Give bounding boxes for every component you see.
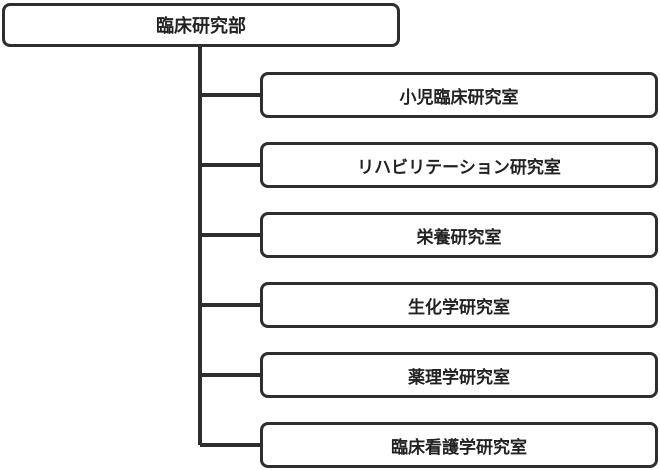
trunk-line (198, 46, 202, 445)
org-node-child-label: 薬理学研究室 (408, 367, 510, 387)
org-node-child: 生化学研究室 (260, 282, 658, 328)
org-node-child: 小児臨床研究室 (260, 72, 658, 118)
org-node-child-label: リハビリテーション研究室 (357, 157, 561, 177)
org-node-child-label: 生化学研究室 (408, 297, 510, 317)
org-node-child-label: 栄養研究室 (416, 227, 502, 247)
org-node-child: 薬理学研究室 (260, 352, 658, 398)
connector-line (200, 93, 260, 97)
connector-line (200, 373, 260, 377)
org-node-child: 臨床看護学研究室 (260, 422, 658, 468)
connector-line (200, 233, 260, 237)
connector-line (200, 443, 260, 447)
org-node-child: 栄養研究室 (260, 212, 658, 258)
org-node-root: 臨床研究部 (2, 3, 400, 47)
org-node-child-label: 臨床看護学研究室 (391, 437, 527, 457)
org-node-root-label: 臨床研究部 (156, 16, 246, 36)
connector-line (200, 303, 260, 307)
org-node-child: リハビリテーション研究室 (260, 142, 658, 188)
connector-line (200, 163, 260, 167)
org-node-child-label: 小児臨床研究室 (399, 87, 519, 107)
